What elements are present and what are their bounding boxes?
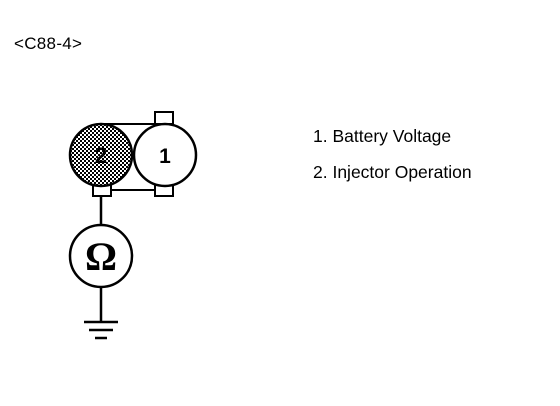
- pin-2: 2: [68, 122, 134, 188]
- pin-2-label: 2: [95, 143, 107, 168]
- pin-legend: 1. Battery Voltage 2. Injector Operation: [313, 118, 472, 190]
- legend-item-battery-voltage: 1. Battery Voltage: [313, 126, 452, 146]
- pin-1: 1: [132, 122, 198, 188]
- ground-icon: [84, 320, 118, 340]
- ohm-symbol: Ω: [85, 234, 117, 279]
- ohmmeter-icon: Ω: [68, 223, 134, 289]
- pin-1-label: 1: [159, 145, 171, 168]
- legend-item-injector-operation: 2. Injector Operation: [313, 162, 472, 182]
- connector-code-label: <C88-4>: [14, 34, 83, 53]
